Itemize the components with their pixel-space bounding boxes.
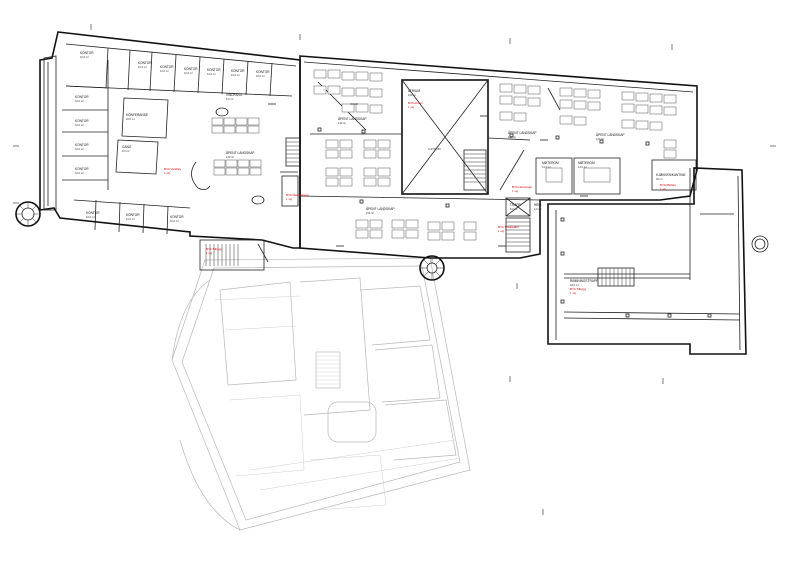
desk-cluster-south — [355, 219, 477, 241]
red-annotation: BYA Mellombygg — [286, 193, 309, 197]
middle-section — [299, 55, 698, 281]
desk-cluster-east — [499, 83, 677, 159]
red-annotation-sub: 1. etg — [286, 198, 293, 201]
red-annotation: BYA Tilbygg — [570, 287, 586, 291]
desk-cluster-west — [211, 117, 262, 176]
red-annotation-sub: 1. etg — [206, 252, 213, 255]
room-area: 8,0 m² — [510, 207, 517, 211]
room-area: 160 m² — [508, 135, 516, 139]
dimension-marks — [268, 103, 588, 247]
room-label: ÅPENT LANDSKAP — [508, 130, 536, 135]
atrium-area: 160 m² — [408, 93, 416, 97]
room-area: 140 m² — [226, 155, 234, 159]
desk-cluster-center — [325, 139, 391, 187]
room-label: KONTOR — [138, 61, 152, 65]
room-label: ÅPENT LANDSKAP — [338, 116, 366, 121]
room-label: KONTOR — [75, 167, 89, 171]
lower-level-ghost — [171, 257, 471, 531]
void-label: LUFTROM — [428, 147, 441, 151]
red-annotation: BYA Tilbygg — [206, 247, 222, 251]
room-area: 10,0 m² — [126, 217, 135, 221]
desk-cluster-north — [313, 69, 383, 114]
room-area: 22,0 m² — [126, 117, 135, 121]
room-label: ÅPENT LANDSKAP — [226, 150, 254, 155]
grid-markers — [13, 24, 776, 515]
room-label: TRAPP — [510, 203, 521, 207]
room-label: KONTOR — [86, 211, 100, 215]
room-area: 10,0 m² — [207, 72, 216, 76]
room-area: 10,0 m² — [184, 71, 193, 75]
room-area: 10,0 m² — [138, 65, 147, 69]
room-label: ÅPENT LANDSKAP — [596, 132, 624, 137]
red-annotation: BYA Trappetårn — [498, 225, 519, 229]
room-label: KONTOR — [207, 68, 221, 72]
room-label: KONTOR — [75, 119, 89, 123]
red-annotation: BYA Vestfløy — [164, 167, 182, 171]
room-label: KONTOR — [184, 67, 198, 71]
red-annotation-sub: 1. etg — [512, 190, 519, 193]
room-area: 10,0 m² — [86, 215, 95, 219]
room-label: KONTOR — [160, 65, 174, 69]
room-area: 10,0 m² — [231, 73, 240, 77]
room-label: MØTEROM — [578, 161, 595, 165]
red-annotation: BYA Heis/trapp — [512, 185, 532, 189]
room-label: HEIS — [534, 203, 541, 207]
room-area: 12,0 m² — [542, 165, 551, 169]
room-area: 6,0 m² — [226, 97, 233, 101]
room-labels: KONTOR 10,0 m² KONTOR 10,0 m² KONTOR 10,… — [75, 51, 686, 287]
room-area: 40 m² — [656, 177, 663, 181]
room-label: KJØKKEN/KANTINE — [656, 173, 686, 177]
room-label: KONTOR — [126, 213, 140, 217]
room-label: ÅPENT LANDSKAP — [366, 206, 394, 211]
east-extension — [547, 167, 769, 355]
room-label: KONTOR — [75, 143, 89, 147]
room-area: 10,0 m² — [75, 147, 84, 151]
room-area: 10,0 m² — [75, 123, 84, 127]
red-annotation-sub: 1. etg — [408, 106, 415, 109]
room-area: 10,0 m² — [160, 69, 169, 73]
room-area: 10,0 m² — [170, 219, 179, 223]
room-label: KONTOR — [80, 51, 94, 55]
red-annotation-sub: 1. etg — [660, 188, 667, 191]
room-area: 9,5 m² — [122, 149, 129, 153]
atrium-label: ATRIUM — [408, 89, 420, 93]
room-area: 10,0 m² — [80, 55, 89, 59]
room-label: VINDFANG — [226, 93, 243, 97]
room-label: KONTOR — [231, 69, 245, 73]
room-label: KONFERANSE — [126, 113, 148, 117]
room-label: RØMNINGSTRAPP — [570, 279, 598, 283]
west-wing — [15, 31, 301, 271]
room-area: 130 m² — [338, 121, 346, 125]
room-label: KONTOR — [75, 95, 89, 99]
red-annotation-sub: 1. etg — [570, 292, 577, 295]
red-annotation-sub: 1. etg — [164, 172, 171, 175]
room-label: MØTEROM — [542, 161, 559, 165]
room-area: 10,0 m² — [75, 171, 84, 175]
room-area: 14,0 m² — [578, 165, 587, 169]
room-area: 10,0 m² — [256, 74, 265, 78]
room-area: 18,0 m² — [570, 283, 579, 287]
room-area: 120 m² — [596, 137, 604, 141]
red-annotation-sub: 1. etg — [498, 230, 505, 233]
room-label: GANG — [122, 145, 132, 149]
room-area: 4,0 m² — [534, 207, 541, 211]
room-area: 10,0 m² — [75, 99, 84, 103]
room-label: KONTOR — [256, 70, 270, 74]
room-label: KONTOR — [170, 215, 184, 219]
red-annotations: BYA Vestfløy 1. etg BYA Mellombygg 1. et… — [164, 101, 676, 295]
red-annotation: BYA Østfløy — [660, 183, 676, 187]
red-annotation: BYA Atrium — [408, 101, 423, 105]
room-area: 150 m² — [366, 211, 374, 215]
